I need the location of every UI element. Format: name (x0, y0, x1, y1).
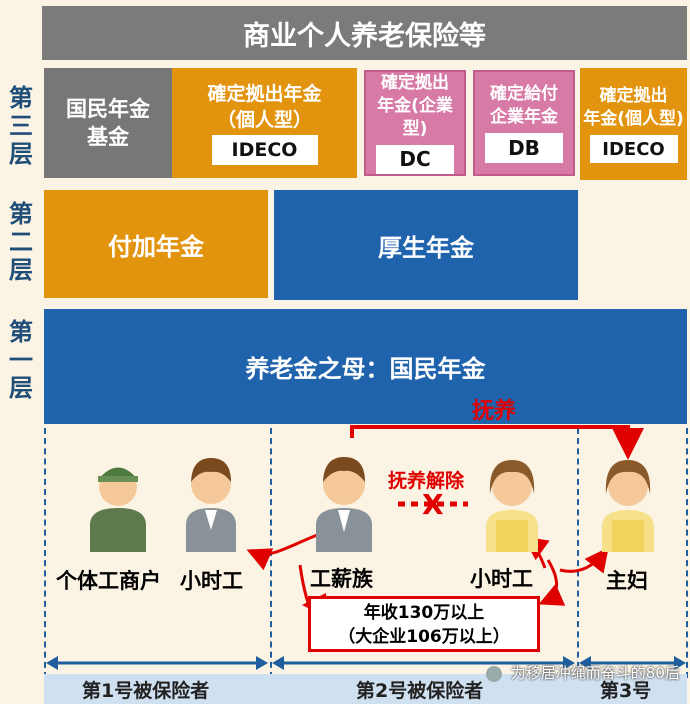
layer-char: 一 (9, 346, 33, 374)
page-title: 商业个人养老保险等 (243, 20, 486, 52)
layer-char: 第 (9, 84, 33, 112)
support-arrow (350, 425, 644, 460)
category-label-2: 第2号被保险者 (356, 680, 484, 702)
layer-char: 第 (9, 200, 33, 228)
shop-owner-figure (90, 467, 146, 552)
tier1-kokumin: 养老金之母：国民年金 (44, 309, 687, 424)
category-arrow-2 (272, 656, 575, 670)
ideco-right-tag: IDECO (589, 135, 678, 163)
box-line: 年金(個人型) (583, 109, 684, 129)
part-timer-male-figure (186, 458, 236, 552)
layer-label-third: 第 三 层 (4, 84, 38, 168)
x-mark: X (422, 488, 444, 521)
box-line: 確定拠出 (599, 86, 668, 106)
layer-char: 二 (9, 228, 33, 256)
person-label-salaried: 工薪族 (310, 567, 373, 591)
support-cancel-label: 抚养解除 (388, 470, 465, 492)
income-line: （大企业106万以上） (338, 627, 510, 647)
category-label-3: 第3号 (600, 680, 652, 702)
box-line: 確定給付 (490, 84, 558, 104)
box-line: 国民年金 (66, 97, 150, 121)
ideco-tag: IDECO (211, 135, 318, 165)
layer-label-first: 第 一 层 (4, 318, 38, 402)
salaried-worker-figure (316, 457, 372, 552)
divider (44, 428, 46, 678)
curve-arrow (559, 547, 609, 574)
income-threshold-box: 年收130万以上 （大企业106万以上） (308, 596, 540, 652)
person-label-part-timer: 小时工 (180, 569, 243, 593)
tier3-db: 確定給付 企業年金 DB (473, 70, 575, 176)
tier3-kokumin-kikin: 国民年金 基金 (44, 68, 172, 178)
box-text: 厚生年金 (378, 233, 474, 262)
part-timer-female-figure (486, 460, 538, 552)
watermark-text: 为移居冲绳而奋斗的80后 (510, 664, 680, 682)
category-arrow-1 (46, 656, 268, 670)
divider (577, 428, 579, 678)
layer-char: 层 (9, 140, 33, 168)
box-line: 基金 (87, 125, 129, 149)
layer-char: 第 (9, 318, 33, 346)
curve-arrow (246, 532, 321, 571)
tier3-dc: 確定拠出 年金(企業型) DC (364, 70, 466, 176)
divider (686, 428, 688, 678)
category-label-1: 第1号被保险者 (82, 680, 210, 702)
tier3-ideco-right: 確定拠出 年金(個人型) IDECO (580, 68, 687, 180)
tier3-ideco-personal: 確定拠出年金 （個人型） IDECO (172, 68, 357, 178)
layer-char: 层 (9, 374, 33, 402)
category-arrow-3 (579, 656, 686, 670)
layer-char: 三 (9, 112, 33, 140)
tier2-kosei: 厚生年金 (274, 190, 578, 300)
watermark-icon (486, 665, 502, 682)
layer-label-second: 第 二 层 (4, 200, 38, 284)
person-label-part-timer-female: 小时工 (470, 567, 533, 591)
box-line: （個人型） (216, 109, 312, 131)
box-text: 养老金之母：国民年金 (245, 355, 486, 383)
box-line: 企業年金 (490, 107, 558, 127)
support-label: 抚养 (472, 399, 517, 424)
tier2-fuka: 付加年金 (44, 190, 268, 298)
box-line: 確定拠出年金 (207, 83, 322, 105)
box-line: 確定拠出 (381, 73, 449, 93)
box-text: 付加年金 (108, 232, 204, 261)
person-label-shop-owner: 个体工商户 (56, 569, 161, 593)
title-bar: 商业个人养老保险等 (42, 6, 687, 60)
db-tag: DB (485, 133, 563, 163)
income-line: 年收130万以上 (363, 603, 485, 623)
watermark: 为移居冲绳而奋斗的80后 (486, 662, 680, 683)
category-bar (44, 674, 687, 704)
curve-arrow (538, 559, 566, 606)
dc-tag: DC (376, 145, 454, 174)
box-line: 年金(企業型) (377, 96, 453, 139)
layer-char: 层 (9, 256, 33, 284)
person-label-housewife: 主妇 (606, 569, 648, 593)
housewife-figure (602, 460, 654, 552)
